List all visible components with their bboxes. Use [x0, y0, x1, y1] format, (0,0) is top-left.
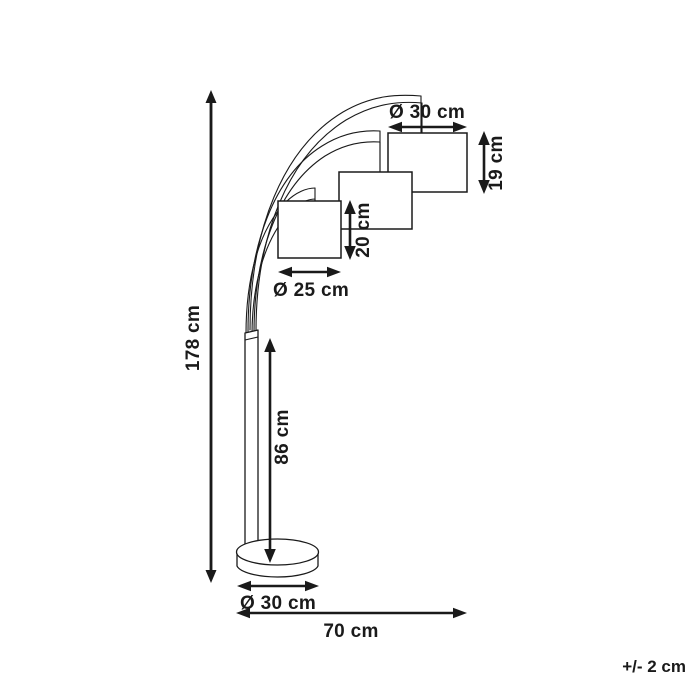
lamp-illustration — [235, 94, 468, 578]
label-large-shade-height: 19 cm — [486, 135, 507, 190]
label-total-width: 70 cm — [323, 621, 378, 642]
dim-large-shade-height: 19 cm — [478, 131, 507, 194]
label-large-shade-diameter: Ø 30 cm — [389, 102, 465, 123]
dim-pole-height: 86 cm — [264, 338, 293, 563]
label-total-height: 178 cm — [183, 305, 204, 371]
label-small-shade-diameter: Ø 25 cm — [273, 280, 349, 301]
dim-base-diameter: Ø 30 cm — [237, 580, 319, 614]
shade-small — [277, 200, 342, 259]
label-small-shade-height: 20 cm — [353, 202, 374, 257]
dim-small-shade-diameter: Ø 25 cm — [273, 266, 349, 301]
lamp-base — [235, 538, 320, 578]
dim-total-height: 178 cm — [183, 90, 217, 583]
label-base-diameter: Ø 30 cm — [240, 593, 316, 614]
shade-medium — [338, 171, 413, 230]
dim-large-shade-diameter: Ø 30 cm — [388, 102, 467, 133]
lamp-pole — [244, 329, 259, 559]
tolerance-note: +/- 2 cm — [622, 657, 686, 676]
dim-total-width: 70 cm — [236, 607, 467, 642]
label-pole-height: 86 cm — [272, 409, 293, 464]
dim-small-shade-height: 20 cm — [344, 200, 374, 260]
